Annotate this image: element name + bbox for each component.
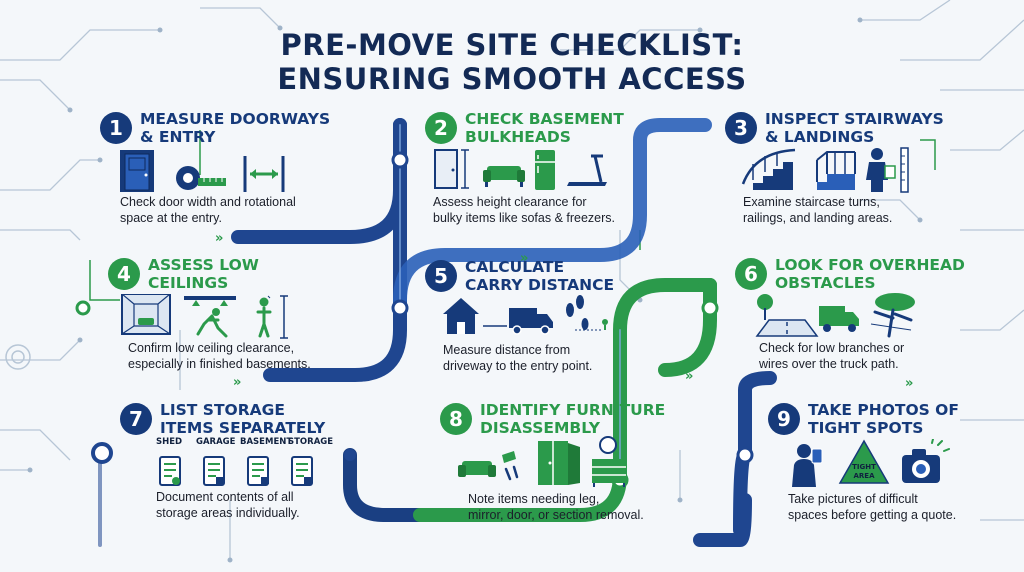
step-heading: INSPECT STAIRWAYS & LANDINGS [765,110,944,146]
step-heading: LIST STORAGE ITEMS SEPARATELY [160,401,326,437]
house-icon [443,298,479,334]
step-heading: IDENTIFY FURNITURE DISASSEMBLY [480,401,666,437]
moving-truck-icon [509,308,553,335]
tape-measure-icon [176,166,226,190]
step-9-icons: TIGHT AREA [792,439,950,487]
checklist-icon [291,456,313,486]
basement-room-icon [121,294,171,335]
door-icon [120,150,154,192]
step-description: Measure distance from driveway to the en… [443,343,593,373]
step-7-icons [159,456,313,486]
step-6-icons [755,293,915,338]
step-5-icons [443,295,608,335]
step-number: 9 [768,403,800,435]
step-description: Examine staircase turns, railings, and l… [743,195,893,225]
step-4-icons [121,294,288,339]
step-1-icons [120,150,285,192]
sofa-parts-icon [458,451,519,481]
step-heading: CALCULATE CARRY DISTANCE [465,258,615,294]
step-heading: ASSESS LOW CEILINGS [148,256,259,292]
branch-tree-icon [870,293,915,338]
step-heading: MEASURE DOORWAYS & ENTRY [140,110,331,146]
step-8-icons [458,436,626,487]
page-title: PRE-MOVE SITE CHECKLIST: ENSURING SMOOTH… [262,28,762,96]
step-number: 5 [425,260,457,292]
road-tree-icon [755,294,819,337]
step-number: 1 [100,112,132,144]
camera-icon [902,439,950,483]
storage-label-garage: GARAGE [196,437,236,447]
svg-text:»: » [215,231,223,246]
svg-text:»: » [233,375,241,390]
refrigerator-icon [535,150,555,190]
height-door-icon [434,149,469,189]
step-description: Take pictures of difficult spaces before… [788,492,957,522]
storage-label-storage: STORAGE [288,437,334,447]
storage-label-shed: SHED [156,437,183,447]
title-line-1: PRE-MOVE SITE CHECKLIST: [280,28,744,62]
step-number: 3 [725,112,757,144]
landing-stairs-icon [807,151,856,190]
step-description: Document contents of all storage areas i… [156,490,300,520]
svg-text:»: » [520,251,528,266]
spiral-stairs-icon [741,148,796,190]
checklist-icon [247,456,269,486]
wardrobe-icon [538,441,580,485]
step-2-icons [434,149,607,190]
storage-labels: SHED GARAGE BASEMENT STORAGE [156,437,346,449]
step-description: Note items needing leg, mirror, door, or… [468,492,644,522]
width-arrow-icon [243,156,285,192]
svg-text:AREA: AREA [853,472,875,480]
treadmill-icon [567,154,607,186]
step-description: Check for low branches or wires over the… [759,341,905,371]
checklist-icon [159,456,181,486]
step-heading: CHECK BASEMENT BULKHEADS [465,110,624,146]
inspector-clipboard-icon [866,147,909,193]
svg-text:»: » [905,376,913,391]
sofa-icon [483,166,525,187]
warning-sign-icon: TIGHT AREA [838,439,890,484]
svg-text:TIGHT: TIGHT [852,463,876,471]
step-heading: TAKE PHOTOS OF TIGHT SPOTS [808,401,959,437]
step-number: 4 [108,258,140,290]
dresser-mirror-icon [592,436,626,487]
step-number: 6 [735,258,767,290]
step-number: 2 [425,112,457,144]
title-line-2: ENSURING SMOOTH ACCESS [277,62,747,96]
step-description: Confirm low ceiling clearance, especiall… [128,341,311,371]
truck-icon [819,306,859,332]
step-description: Assess height clearance for bulky items … [433,195,616,225]
step-heading: LOOK FOR OVERHEAD OBSTACLES [775,256,965,292]
step-3-icons [741,147,909,193]
person-photo-icon [792,444,823,487]
step-description: Check door width and rotational space at… [120,195,296,225]
checklist-icon [203,456,225,486]
storage-label-basement: BASEMENT [240,437,293,447]
step-number: 8 [440,403,472,435]
low-ceiling-person-icon [184,296,236,338]
svg-text:»: » [685,369,693,384]
footsteps-icon [566,295,608,331]
person-height-icon [256,295,288,339]
step-number: 7 [120,403,152,435]
